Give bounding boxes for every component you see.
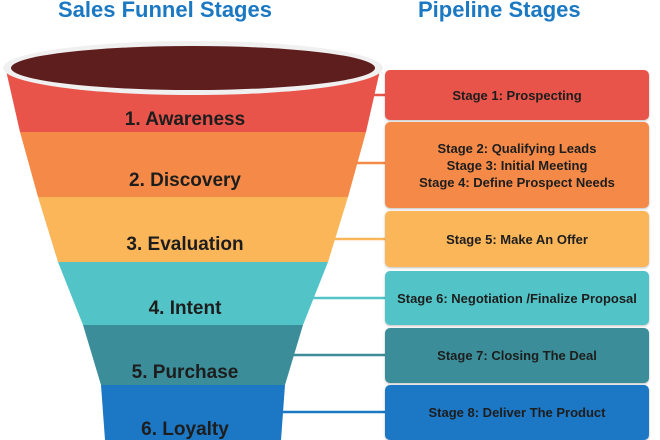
pipeline-box-3: Stage 5: Make An Offer — [385, 211, 649, 267]
pipeline-box-1: Stage 1: Prospecting — [385, 70, 649, 120]
funnel-opening — [11, 46, 375, 90]
funnel-band-2 — [20, 132, 366, 204]
pipeline-box-text: Stage 8: Deliver The Product — [428, 405, 606, 420]
funnel-band-3 — [38, 197, 348, 269]
funnel-label-5: 5. Purchase — [132, 362, 239, 383]
pipeline-box-text: Stage 5: Make An Offer — [446, 231, 588, 247]
funnel-label-1: 1. Awareness — [125, 109, 245, 130]
pipeline-box-text: Stage 1: Prospecting — [452, 87, 582, 103]
funnel-label-2: 2. Discovery — [129, 170, 241, 191]
funnel-band-5 — [83, 325, 303, 392]
pipeline-box-2: Stage 2: Qualifying Leads Stage 3: Initi… — [385, 122, 649, 208]
pipeline-box-6: Stage 8: Deliver The Product — [385, 385, 649, 440]
pipeline-box-text: Stage 2: Qualifying Leads Stage 3: Initi… — [419, 140, 615, 190]
funnel-band-4 — [58, 262, 328, 332]
funnel-heading: Sales Funnel Stages — [58, 0, 272, 22]
funnel-labels: 1. Awareness 2. Discovery 3. Evaluation 4. … — [125, 109, 245, 440]
pipeline-box-text: Stage 6: Negotiation /Finalize Proposal — [397, 290, 637, 306]
funnel-label-6: 6. Loyalty — [141, 419, 229, 440]
pipeline-box-4: Stage 6: Negotiation /Finalize Proposal — [385, 271, 649, 325]
funnel-label-3: 3. Evaluation — [126, 234, 243, 255]
pipeline-heading: Pipeline Stages — [418, 0, 581, 22]
pipeline-box-text: Stage 7: Closing The Deal — [437, 348, 597, 363]
funnel-band-6 — [101, 385, 285, 440]
funnel-label-4: 4. Intent — [149, 298, 223, 319]
pipeline-box-5: Stage 7: Closing The Deal — [385, 328, 649, 383]
